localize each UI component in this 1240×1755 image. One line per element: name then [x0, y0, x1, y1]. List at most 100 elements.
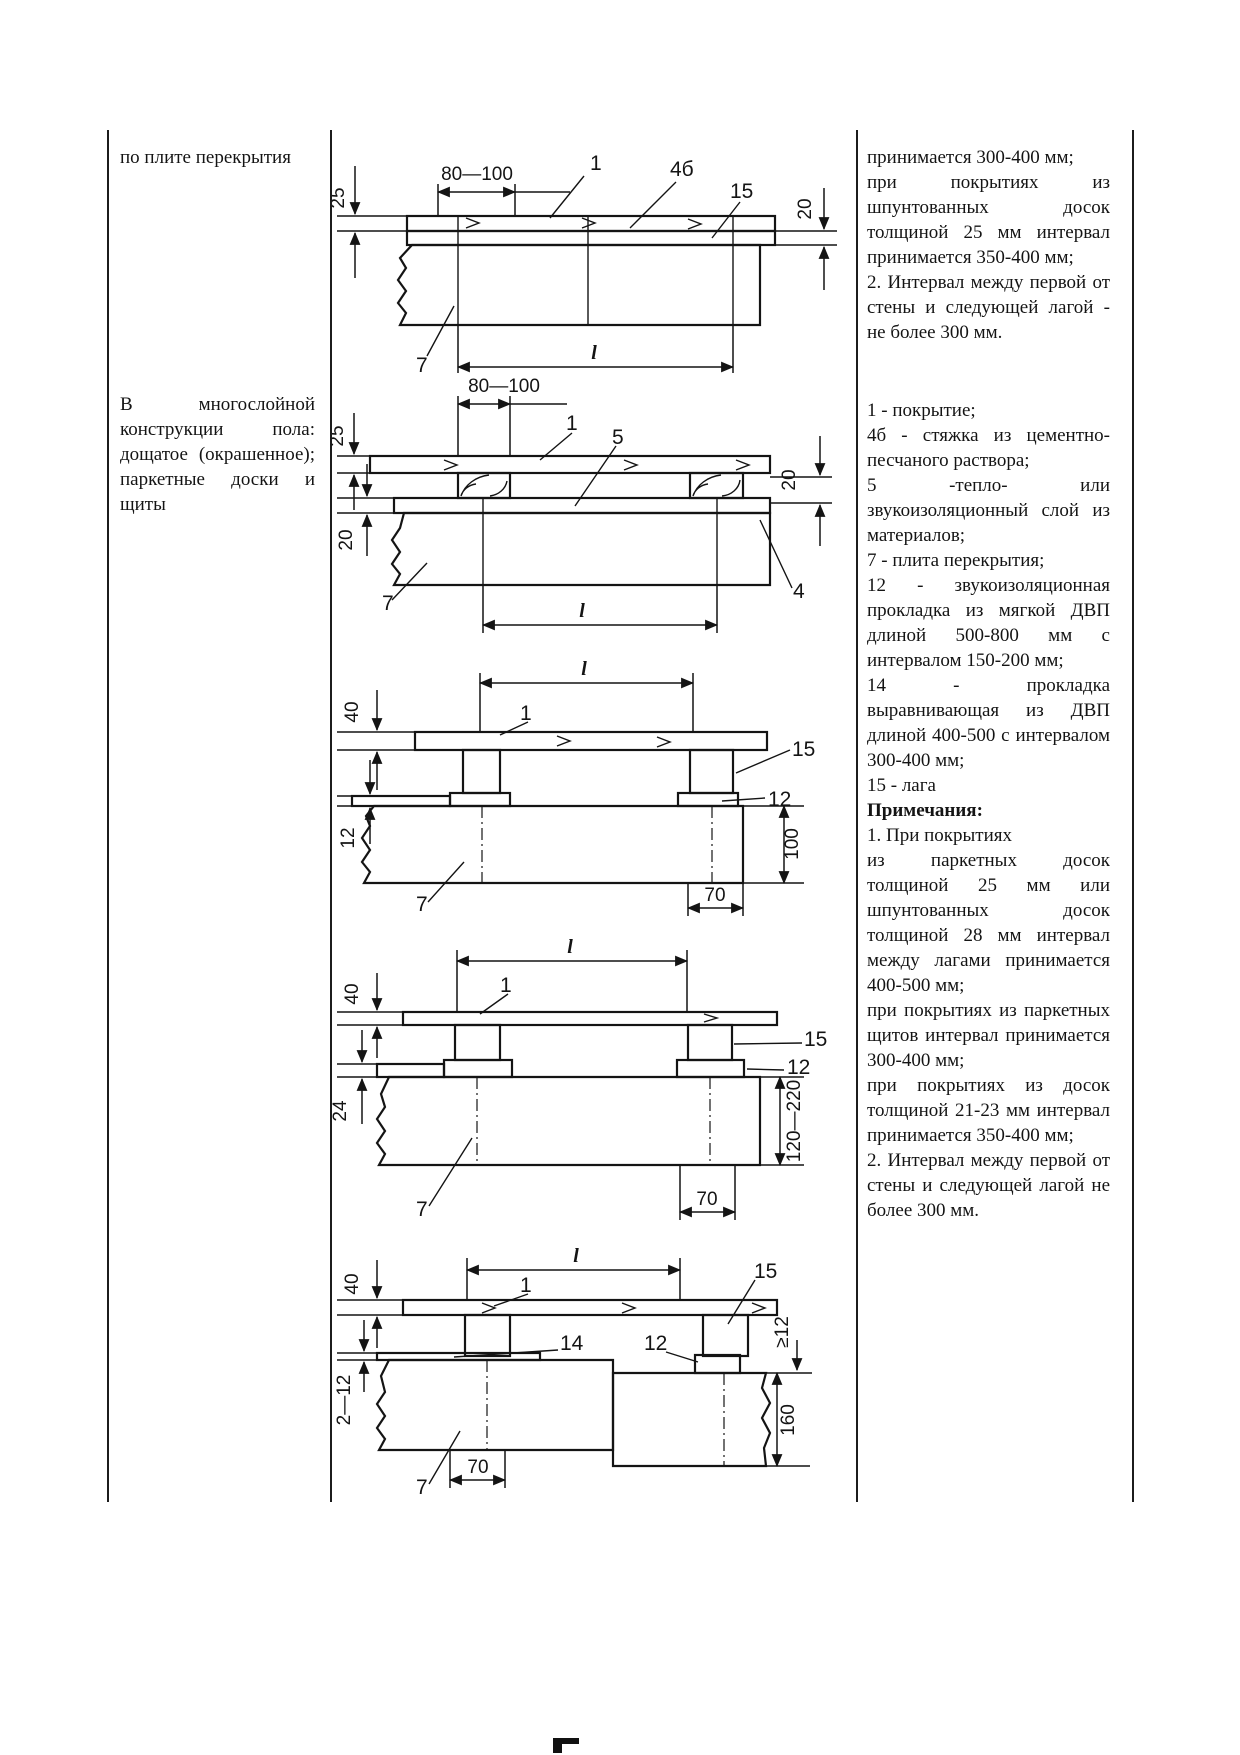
d2-dim-span: l: [579, 600, 585, 622]
d5-sound-pad: [693, 1353, 742, 1375]
d4-label-pad: 12: [787, 1056, 810, 1079]
d5-label-covering: 1: [520, 1274, 532, 1297]
d3-leveling-strip: [350, 794, 452, 808]
note-paragraph: принимается 300-400 мм;: [867, 147, 1074, 168]
d3-dim-left-12: 12: [338, 827, 359, 848]
d5-dim-right-ge12: ≥12: [772, 1316, 793, 1348]
d2-label-insulation: 5: [612, 426, 624, 449]
note-paragraph: 2. Интервал между первой от стены и след…: [867, 1150, 1110, 1221]
d2-label-slab: 7: [382, 592, 394, 615]
d2-label-4: 4: [793, 580, 805, 603]
d3-pad-right: [676, 791, 740, 808]
d2-insulation-strip: [392, 496, 772, 515]
d3-dimensions: [337, 673, 804, 916]
d1-screed-strip: [405, 229, 777, 247]
d2-dim-right-20: 20: [779, 469, 800, 490]
page-artifact-mark: [553, 1738, 562, 1753]
d5-lag-left: [463, 1313, 512, 1358]
d4-dim-span: l: [567, 936, 573, 958]
d3-label-covering: 1: [520, 702, 532, 725]
drawing-4-board-on-lags-pads: l 40 1 24 15 12 120—220 70 7: [332, 936, 827, 1221]
drawing-3-board-on-lags: l 40 1 12 15 12 100 70 7: [337, 658, 815, 916]
d5-dim-left-40: 40: [342, 1273, 363, 1294]
legend-item: 5 -тепло- или звукоизоляционный слой из …: [867, 475, 1110, 546]
d5-dim-span: l: [573, 1245, 579, 1267]
note-paragraph: 1. При покрытиях: [867, 825, 1013, 846]
note-paragraph: 2. Интервал между первой от стены и след…: [867, 272, 1110, 343]
d4-lag-left: [453, 1023, 502, 1062]
table-border-left: [107, 130, 109, 1502]
d2-lag-left-rings: [460, 474, 508, 497]
d5-section-lines: [486, 1360, 725, 1466]
d5-slab-low: [611, 1371, 772, 1468]
d2-dim-top: 80—100: [468, 376, 540, 397]
d1-dimensions: [337, 166, 837, 373]
d4-dim-right-range: 120—220: [784, 1080, 805, 1162]
d4-floor-board: [401, 1010, 779, 1027]
d3-dim-left-40: 40: [342, 701, 363, 722]
d3-concrete-slab: [360, 804, 745, 885]
d3-section-lines: [481, 806, 713, 883]
table-border-right: [1132, 130, 1134, 1502]
d2-wood-grain: [443, 459, 751, 471]
d3-lag-right: [688, 748, 735, 795]
d2-label-covering: 1: [566, 412, 578, 435]
left-cell-text: В многослойной конструкции пола: дощатое…: [120, 394, 315, 515]
note-paragraph: при покрытиях из досок толщиной 21-23 мм…: [867, 1075, 1110, 1146]
d4-dim-70: 70: [696, 1189, 717, 1210]
d4-pad-left: [442, 1058, 514, 1079]
d3-floor-board: [413, 730, 769, 752]
d4-dimensions: [337, 950, 804, 1220]
right-column-block-1: принимается 300-400 мм; при покрытиях из…: [867, 145, 1110, 345]
d5-dimensions: [337, 1258, 812, 1488]
d1-dim-right: 20: [795, 198, 816, 219]
d4-dim-left-40: 40: [342, 983, 363, 1004]
d2-floor-board: [368, 454, 772, 475]
d5-floor-board: [401, 1298, 779, 1317]
d2-dim-left-20: 20: [336, 529, 357, 550]
d2-dimensions: [337, 396, 832, 633]
left-column-cell-1: по плите перекрытия: [120, 145, 315, 170]
table-border-col2: [856, 130, 858, 1502]
d4-label-lag: 15: [804, 1028, 827, 1051]
drawing-2-multilayer-floor: 80—100 25 20 1 5 20 4 7 l: [332, 376, 832, 633]
d2-lag-right-rings: [692, 474, 741, 497]
d3-dim-right-100: 100: [782, 828, 803, 860]
d4-lag-right: [686, 1023, 734, 1062]
d5-label-leveling-pad: 14: [560, 1332, 584, 1355]
d5-wood-grain: [481, 1302, 767, 1314]
notes-title: Примечания:: [867, 800, 983, 821]
d4-leveling-strip: [375, 1062, 446, 1079]
technical-drawings: 80—100 25 1 4б 15 20 7 l: [332, 152, 837, 1499]
d1-label-covering: 1: [590, 152, 602, 175]
d3-label-lag: 15: [792, 738, 815, 761]
legend-item: 14 - прокладка выравнивающая из ДВП длин…: [867, 675, 1110, 771]
d4-label-covering: 1: [500, 974, 512, 997]
drawing-5-stepped-slab: l 40 1 15 14 12 2—12 ≥12 160 70 7: [334, 1245, 812, 1499]
note-paragraph: при покрытиях из шпунтованных досок толщ…: [867, 172, 1110, 268]
legend-item: 1 - покрытие;: [867, 400, 976, 421]
note-paragraph: при покрытиях из паркетных щитов интерва…: [867, 1000, 1110, 1071]
legend-item: 12 - звукоизоляционная прокладка из мягк…: [867, 575, 1110, 671]
left-column-cell-2: В многослойной конструкции пола: дощатое…: [120, 392, 315, 517]
note-paragraph: из паркетных досок толщиной 25 мм или шп…: [867, 850, 1110, 996]
d5-dim-left-range: 2—12: [334, 1375, 355, 1426]
d5-dim-right-160: 160: [778, 1404, 799, 1436]
d1-wood-grain: [465, 217, 703, 230]
d4-dim-left-24: 24: [332, 1100, 351, 1122]
d5-label-sound-pad: 12: [644, 1332, 667, 1355]
drawing-1-floor-on-slab: 80—100 25 1 4б 15 20 7 l: [332, 152, 837, 377]
legend-item: 4б - стяжка из цементно-песчаного раство…: [867, 425, 1110, 471]
page-artifact-mark: [562, 1738, 579, 1744]
d5-slab-high: [375, 1358, 615, 1452]
d2-dim-left-25: 25: [332, 425, 348, 446]
d2-lag-left: [456, 471, 512, 500]
d2-section-lines: [482, 498, 718, 585]
d5-label-lag: 15: [754, 1260, 777, 1283]
d3-pad-left: [448, 791, 512, 808]
d5-label-slab: 7: [416, 1476, 428, 1499]
d4-section-lines: [476, 1077, 711, 1165]
d4-wood-grain: [703, 1013, 720, 1023]
d1-concrete-slab: [396, 243, 762, 327]
d4-label-slab: 7: [416, 1198, 428, 1221]
